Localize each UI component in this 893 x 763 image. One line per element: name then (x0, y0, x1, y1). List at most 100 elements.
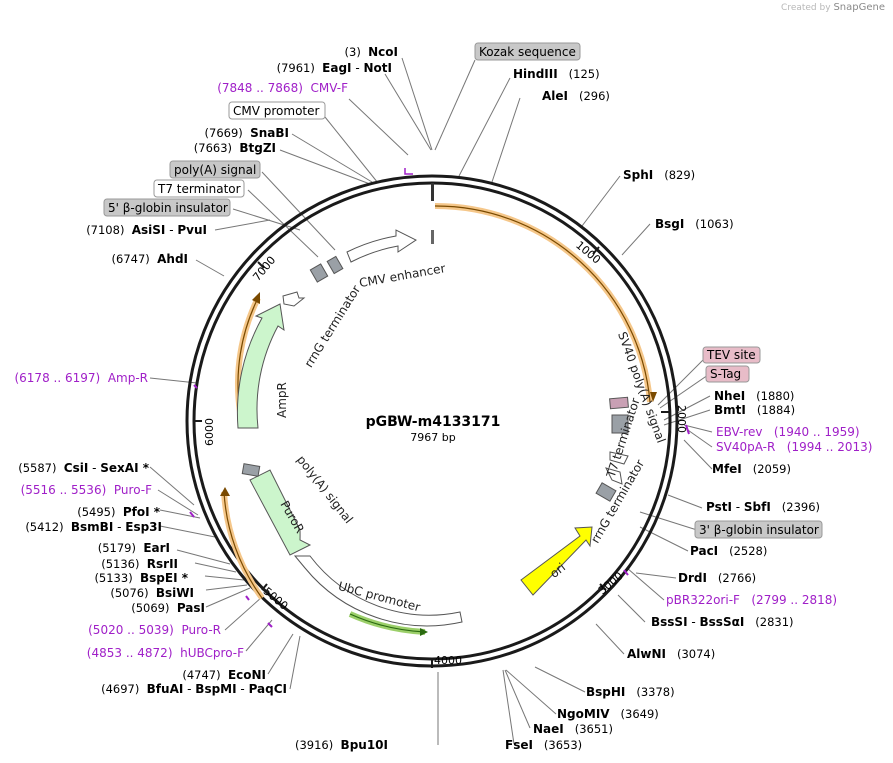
enzyme-bsgi: BsgI (1063) (655, 217, 734, 231)
box-5-globin: 5' β-globin insulator (108, 201, 228, 215)
primer-puro-r: (5020 .. 5039) Puro-R (88, 623, 221, 637)
boxed-labels: Kozak sequence CMV promoter poly(A) sign… (103, 42, 823, 539)
enzyme-alei: AleI (296) (542, 89, 610, 103)
enzyme-bsiwi: (5076) BsiWI (110, 586, 194, 600)
feature-cmv-enhancer: CMV enhancer (358, 261, 446, 290)
enzyme-psti: PstI - SbfI (2396) (706, 500, 820, 514)
primer-amp-r-mark (193, 384, 198, 389)
primer-cmv-f-mark (404, 168, 413, 175)
orf-arrow-2 (252, 292, 260, 304)
enzyme-csii: (5587) CsiI - SexAI * (18, 461, 150, 475)
primer-ebv-mark (685, 424, 690, 435)
insulator-right-box (595, 482, 617, 502)
enzyme-eari: (5179) EarI (98, 541, 170, 555)
feature-labels: CMV enhancer rrnG terminator AmpR SV40 p… (275, 261, 668, 614)
gray-feature-1 (309, 263, 329, 283)
enzyme-nhei: NheI (1880) (714, 389, 794, 403)
box-tev-site: TEV site (706, 348, 756, 362)
enzyme-ahdi: (6747) AhdI (112, 252, 188, 266)
enzyme-pasi: (5069) PasI (131, 601, 205, 615)
feature-polya-signal: poly(A) signal (294, 453, 356, 526)
primer-puro-f: (5516 .. 5536) Puro-F (21, 483, 153, 497)
enzyme-labels: (3) NcoI (7961) EagI - NotI HindIII (125) A… (18, 45, 820, 752)
primer-labels: (7848 .. 7868) CMV-F (6178 .. 6197) Amp-R… (14, 81, 872, 660)
puror-arrow (249, 469, 312, 556)
box-t7-terminator: T7 terminator (157, 182, 241, 196)
enzyme-pfoi: (5495) PfoI * (77, 505, 160, 519)
enzyme-bspei: (5133) BspEI * (94, 571, 188, 585)
box-cmv-promoter: CMV promoter (233, 104, 320, 118)
credit-prefix: Created by (781, 3, 831, 13)
enzyme-econi: (4747) EcoNI (182, 668, 266, 682)
enzyme-mfei: MfeI (2059) (712, 462, 791, 476)
enzyme-btgzi: (7663) BtgZI (194, 141, 276, 155)
start-marker (431, 230, 434, 244)
rrng-small-arrow (605, 467, 623, 485)
enzyme-sphi: SphI (829) (623, 168, 695, 182)
tick-4000: 4000 (434, 654, 462, 667)
primer-pbr-mark (623, 569, 629, 576)
gray-feature-2 (326, 255, 344, 275)
enzyme-hindiii: HindIII (125) (513, 67, 600, 81)
enzyme-ncoi: (3) NcoI (345, 45, 398, 59)
primer-hubcpro-f: (4853 .. 4872) hUBCpro-F (87, 646, 244, 660)
enzyme-bsmbi: (5412) BsmBI - Esp3I (25, 520, 162, 534)
polya-box (241, 463, 261, 477)
plasmid-size: 7967 bp (410, 431, 455, 444)
enzyme-paci: PacI (2528) (690, 544, 767, 558)
enzyme-drdi: DrdI (2766) (678, 571, 756, 585)
kozak-marker (431, 183, 434, 201)
enzyme-bsssi: BssSI - BssSαI (2831) (651, 615, 794, 629)
snapgene-logo: SnapGene (833, 2, 885, 13)
enzyme-bfuai: (4697) BfuAI - BspMI - PaqCI (101, 682, 287, 696)
box-kozak: Kozak sequence (479, 45, 576, 59)
tick-6000: 6000 (203, 418, 216, 446)
box-polya-signal: poly(A) signal (174, 163, 256, 177)
enzyme-alwni: AlwNI (3074) (627, 647, 715, 661)
primer-puro-r-mark (245, 595, 250, 601)
tick-2000: 2000 (675, 405, 688, 433)
cmv-enhancer-arrow (346, 229, 417, 263)
ori-arrow (520, 526, 593, 596)
feature-rrng-terminator-1: rrnG terminator (302, 283, 364, 370)
enzyme-naei: NaeI (3651) (533, 722, 613, 736)
enzyme-asisi: (7108) AsiSI - PvuI (86, 223, 207, 237)
enzyme-ngomiv: NgoMIV (3649) (557, 707, 659, 721)
primer-ebv-rev: EBV-rev (1940 .. 1959) (716, 425, 860, 439)
enzyme-bsphi: BspHI (3378) (586, 685, 675, 699)
features (189, 168, 690, 628)
polya-right-box (611, 414, 629, 434)
tick-3000: 3000 (596, 569, 626, 597)
ampr-arrow (236, 303, 285, 429)
green-arrow (420, 628, 428, 636)
primer-cmv-f: (7848 .. 7868) CMV-F (217, 81, 348, 95)
enzyme-eagi: (7961) EagI - NotI (277, 61, 392, 75)
tick-7000: 7000 (250, 254, 278, 284)
snapgene-credit: Created by SnapGene (781, 2, 885, 13)
tick-marks (194, 246, 669, 668)
enzyme-rsrii: (5136) RsrII (101, 557, 178, 571)
orf-arc-1 (434, 202, 653, 403)
leader-lines (149, 57, 713, 745)
t7-small-arrow (609, 451, 629, 465)
enzyme-snabi: (7669) SnaBI (205, 126, 289, 140)
primer-amp-r: (6178 .. 6197) Amp-R (14, 371, 148, 385)
rrng-terminator-arrow (282, 291, 306, 307)
enzyme-bpu10i: (3916) Bpu10I (295, 738, 388, 752)
plasmid-name: pGBW-m4133171 (366, 414, 501, 430)
primer-puro-f-mark (189, 511, 195, 518)
orf-arc-1-line (434, 205, 651, 403)
ubc-promoter-arrow (293, 555, 463, 627)
tev-box (609, 396, 629, 410)
orf-arrow-3 (220, 487, 230, 496)
orf-arrow-1 (650, 392, 657, 402)
box-3-globin: 3' β-globin insulator (699, 523, 819, 537)
enzyme-fsei: FseI (3653) (505, 738, 582, 752)
primer-pbr322ori-f: pBR322ori-F (2799 .. 2818) (666, 593, 837, 607)
enzyme-bmti: BmtI (1884) (714, 403, 795, 417)
primer-sv40pa-r: SV40pA-R (1994 .. 2013) (716, 440, 872, 454)
box-s-tag: S-Tag (710, 367, 741, 381)
feature-ampr: AmpR (275, 382, 289, 418)
primer-hubc-mark (267, 622, 273, 628)
